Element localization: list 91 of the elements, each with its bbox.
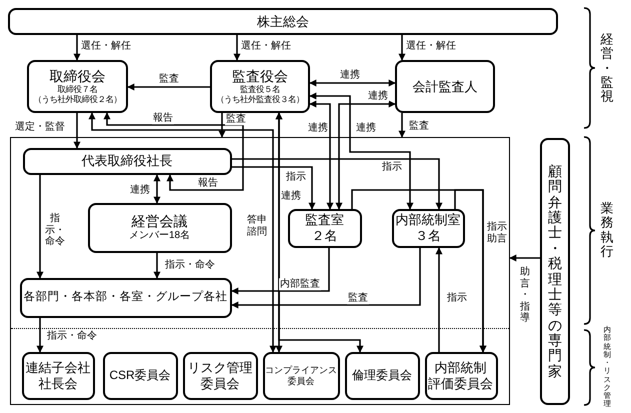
arrow bbox=[127, 84, 210, 90]
edge-label: 指示助言 bbox=[485, 222, 509, 244]
double-arrow bbox=[154, 174, 160, 204]
double-arrow bbox=[336, 100, 396, 210]
org-box bbox=[102, 352, 178, 400]
box-title: 代表取締役社長 bbox=[82, 153, 172, 169]
edge-label: 連携 bbox=[129, 184, 151, 196]
edge-label: 指示 bbox=[381, 161, 403, 173]
arrow bbox=[454, 189, 486, 353]
double-arrow bbox=[104, 112, 244, 191]
annotation-text: 連携 bbox=[281, 190, 301, 202]
org-box bbox=[182, 352, 258, 400]
arrow bbox=[74, 113, 80, 149]
arrow bbox=[509, 254, 540, 262]
arrow bbox=[232, 158, 442, 210]
arrow bbox=[36, 175, 44, 279]
edge-label: 選任・解任 bbox=[405, 40, 457, 52]
arrow bbox=[231, 248, 330, 294]
edge-label: 指示・命令 bbox=[43, 212, 67, 248]
double-arrow bbox=[309, 92, 414, 210]
edge-label: 答申諮問 bbox=[245, 214, 269, 238]
box-title: 連結子会社社長会 bbox=[24, 360, 92, 392]
arrow bbox=[154, 253, 160, 279]
org-box bbox=[392, 208, 464, 248]
section-label: 業務執行 bbox=[600, 201, 614, 259]
section-frame bbox=[10, 137, 510, 405]
edge-label: 監査 bbox=[408, 120, 430, 132]
org-box bbox=[262, 352, 340, 400]
org-box bbox=[540, 138, 570, 405]
org-box bbox=[27, 60, 128, 113]
edge-label: 監査 bbox=[225, 113, 247, 125]
arrow bbox=[231, 248, 421, 308]
org-box bbox=[424, 352, 498, 400]
org-box bbox=[288, 208, 362, 248]
box-title: 株主総会 bbox=[257, 14, 309, 30]
box-subtitle: ３名 bbox=[415, 228, 441, 244]
org-box bbox=[22, 352, 94, 400]
org-box bbox=[20, 278, 232, 318]
edge-label: 指示・命令 bbox=[164, 259, 216, 271]
org-box bbox=[88, 202, 232, 252]
edge-label: 選任・解任 bbox=[240, 40, 292, 52]
box-title: 内部統制評価委員会 bbox=[428, 360, 494, 392]
annotation-text: 報告 bbox=[198, 177, 218, 189]
box-title: コンプライアンス委員会 bbox=[264, 364, 338, 386]
edge-label: 連携 bbox=[355, 122, 377, 134]
edge-label: 指示・命令 bbox=[46, 330, 98, 342]
arrow bbox=[398, 113, 406, 138]
box-title: 会計監査人 bbox=[412, 78, 478, 94]
arrow bbox=[36, 318, 44, 353]
org-box bbox=[8, 8, 558, 35]
org-box bbox=[344, 352, 420, 400]
edge-label: 監査 bbox=[158, 73, 180, 85]
box-subtitle: メンバー18名 bbox=[128, 230, 190, 242]
double-arrow bbox=[88, 112, 276, 353]
arrow bbox=[398, 35, 406, 61]
section-label: 経営・監視 bbox=[600, 32, 614, 104]
double-arrow bbox=[309, 100, 334, 210]
org-box bbox=[395, 60, 495, 113]
arrow bbox=[234, 35, 240, 61]
box-title: CSR委員会 bbox=[109, 368, 171, 383]
double-arrow bbox=[309, 80, 396, 86]
arrow bbox=[232, 166, 316, 210]
edge-label: 助言・指導 bbox=[519, 266, 531, 324]
box-title: 取締役会 bbox=[50, 68, 106, 85]
edge-label: 監査 bbox=[347, 292, 369, 304]
org-box bbox=[210, 60, 310, 113]
edge-label: 連携 bbox=[367, 90, 389, 102]
edge-label: 連携 bbox=[339, 69, 361, 81]
edge-label: 指示 bbox=[446, 292, 468, 304]
edge-label: 選任・解任 bbox=[80, 40, 132, 52]
edge-label: 報告 bbox=[152, 112, 174, 124]
arrow bbox=[436, 247, 442, 352]
box-title: 経営会議 bbox=[132, 213, 188, 230]
edge-label: 連携 bbox=[307, 122, 329, 134]
arrow bbox=[74, 35, 80, 61]
box-title: 各部門・各本部・各室・グループ各社 bbox=[24, 290, 228, 304]
box-subtitle: ２名 bbox=[312, 228, 338, 244]
box-title: 顧問弁護士・税理士等の専門家 bbox=[548, 164, 562, 380]
box-title: 内部統制室 bbox=[396, 212, 460, 228]
edge-label: 選定・監督 bbox=[14, 121, 66, 133]
org-box bbox=[22, 148, 232, 174]
edge-label: 指示 bbox=[285, 171, 307, 183]
box-title: 監査室 bbox=[305, 212, 344, 228]
double-arrow bbox=[276, 112, 364, 353]
box-title: 監査役会 bbox=[232, 68, 288, 85]
arrow bbox=[218, 113, 226, 138]
box-subtitle: 取締役７名（うち社外取締役２名） bbox=[32, 84, 122, 105]
box-title: 倫理委員会 bbox=[352, 368, 412, 383]
box-subtitle: 監査役５名（うち社外監査役３名） bbox=[215, 84, 305, 105]
edge-label: 内部監査 bbox=[279, 278, 321, 290]
box-title: リスク管理委員会 bbox=[186, 360, 254, 392]
